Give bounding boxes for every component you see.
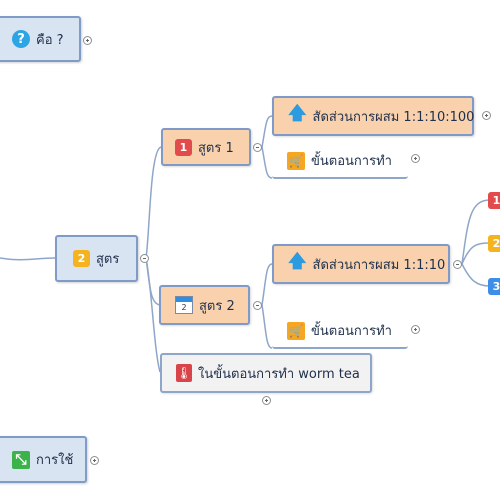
node-mix1[interactable]: 🡅 สัดส่วนการผสม 1:1:10:100	[272, 96, 474, 136]
node-mix1-label: สัดส่วนการผสม 1:1:10:100	[312, 109, 475, 125]
link-mix2-edge-top	[461, 199, 491, 265]
cart-icon: 🛒	[287, 151, 305, 170]
collapse-formula1-button[interactable]	[253, 143, 262, 152]
edge-badge-1[interactable]: 1	[488, 192, 500, 209]
node-steps1-label: ขั้นตอนการทำ	[311, 154, 392, 169]
edge-badge-2[interactable]: 2	[488, 235, 500, 252]
expand-usage-button[interactable]	[90, 456, 99, 465]
expand-steps2-button[interactable]	[411, 325, 420, 334]
link-left-formula	[0, 257, 56, 261]
collapse-mix2-button[interactable]	[453, 260, 462, 269]
expand-what-button[interactable]	[83, 36, 92, 45]
number-two-icon: 2	[73, 250, 90, 267]
number-one-icon: 1	[175, 138, 192, 156]
arrow-up-icon: 🡅	[288, 103, 307, 124]
resize-arrows-icon: ⤡	[12, 450, 30, 469]
thermometer-icon: 🌡	[176, 364, 192, 382]
node-formula-label: สูตร	[96, 252, 120, 267]
node-what-label: คือ ?	[36, 32, 64, 48]
node-wormtea-label: ในขั้นตอนการทำ worm tea	[198, 366, 360, 382]
link-mix2-edge-bottom	[461, 263, 491, 287]
calendar-day: 2	[181, 303, 187, 312]
link-formula1-steps1	[261, 146, 273, 179]
edge-badge-3[interactable]: 3	[488, 278, 500, 295]
node-mix2-label: สัดส่วนการผสม 1:1:10	[312, 257, 446, 273]
node-formula1-label: สูตร 1	[198, 140, 234, 156]
node-usage[interactable]: ⤡ การใช้	[0, 436, 87, 483]
expand-wormtea-button[interactable]	[262, 396, 271, 405]
node-steps1[interactable]: 🛒 ขั้นตอนการทำ	[272, 144, 408, 179]
node-formula[interactable]: 2 สูตร	[55, 235, 138, 282]
node-mix2[interactable]: 🡅 สัดส่วนการผสม 1:1:10	[272, 244, 450, 284]
node-steps2[interactable]: 🛒 ขั้นตอนการทำ	[272, 314, 408, 349]
cart-icon: 🛒	[287, 321, 305, 340]
node-formula2[interactable]: 2 สูตร 2	[159, 285, 250, 325]
arrow-up-icon: 🡅	[288, 251, 307, 272]
node-what[interactable]: ? คือ ?	[0, 16, 81, 62]
collapse-formula-button[interactable]	[140, 254, 149, 263]
link-formula1-mix1	[261, 115, 273, 148]
node-steps2-label: ขั้นตอนการทำ	[311, 324, 392, 339]
collapse-formula2-button[interactable]	[253, 301, 262, 310]
expand-steps1-button[interactable]	[411, 154, 420, 163]
node-usage-label: การใช้	[36, 453, 74, 468]
expand-mix1-button[interactable]	[482, 111, 491, 120]
link-formula2-mix2	[261, 263, 273, 306]
question-icon: ?	[12, 30, 30, 48]
calendar-icon: 2	[175, 296, 193, 314]
link-formula-formula1	[145, 146, 162, 259]
link-formula2-steps2	[261, 304, 273, 349]
node-formula1[interactable]: 1 สูตร 1	[161, 128, 251, 166]
node-wormtea[interactable]: 🌡 ในขั้นตอนการทำ worm tea	[160, 353, 372, 393]
link-formula-wormtea	[145, 257, 161, 373]
node-formula2-label: สูตร 2	[199, 298, 235, 314]
link-mix2-edge-mid	[461, 242, 491, 265]
